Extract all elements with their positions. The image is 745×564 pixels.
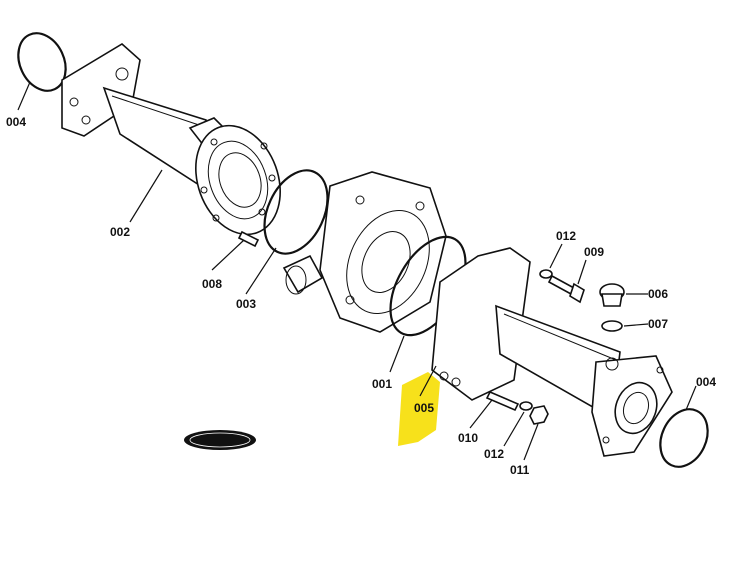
- callout-010: 010: [458, 431, 478, 445]
- part-right-axle-housing: [431, 247, 673, 457]
- part-003-o-ring: [263, 169, 329, 255]
- callout-004-left: 004: [6, 115, 26, 129]
- part-012-washer-lower: [519, 401, 533, 411]
- part-004-right-o-ring: [659, 408, 709, 468]
- callout-009: 009: [584, 245, 604, 259]
- part-006-plug: [599, 283, 625, 307]
- part-011-nut: [529, 405, 549, 425]
- callout-012-upper: 012: [556, 229, 576, 243]
- callout-007: 007: [648, 317, 668, 331]
- part-009-bolt: [547, 274, 585, 304]
- part-002-left-axle-housing: [61, 43, 281, 236]
- callout-008: 008: [202, 277, 222, 291]
- part-001-center-housing: [282, 171, 447, 333]
- highlight-005: [398, 372, 440, 446]
- stamp-logo: [184, 430, 256, 450]
- callout-001: 001: [372, 377, 392, 391]
- leader-lines: [17, 81, 697, 461]
- callout-004-right: 004: [696, 375, 716, 389]
- part-004-left-o-ring: [17, 32, 67, 92]
- callout-003: 003: [236, 297, 256, 311]
- callout-011: 011: [510, 463, 530, 477]
- part-012-washer-upper: [539, 269, 553, 279]
- callout-005: 005: [414, 401, 434, 415]
- callout-006: 006: [648, 287, 668, 301]
- callout-012-lower: 012: [484, 447, 504, 461]
- callout-labels: 004 002 008 003 001 005 012 009 006 007 …: [6, 115, 716, 477]
- part-010-stud: [485, 390, 520, 412]
- callout-002: 002: [110, 225, 130, 239]
- part-008-pin: [237, 230, 260, 248]
- part-007-washer: [601, 320, 623, 332]
